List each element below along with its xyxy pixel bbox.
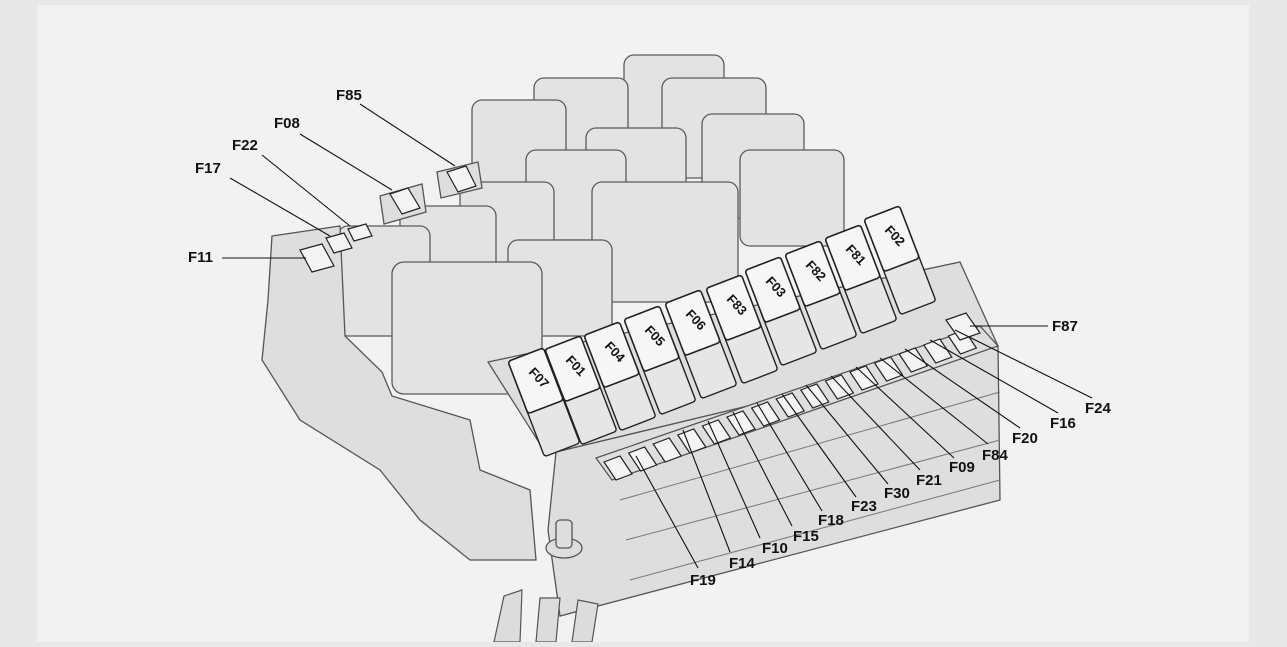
- fuse-body: [785, 240, 841, 307]
- leader-f30: [805, 384, 889, 485]
- callout-f18: F18: [818, 512, 844, 529]
- fuse-f01: F01: [545, 335, 617, 445]
- shelf-fuse: [750, 401, 781, 427]
- mini-fuse: [299, 243, 335, 273]
- callout-f17: F17: [195, 160, 221, 177]
- callout-f16: F16: [1050, 415, 1076, 432]
- callout-f19: F19: [690, 572, 716, 589]
- mini-fuse: [389, 187, 421, 215]
- callout-f22: F22: [232, 137, 258, 154]
- leader-f10: [707, 420, 761, 539]
- leader-f09: [855, 366, 955, 459]
- callout-f21: F21: [916, 472, 942, 489]
- fuse-f82: F82: [785, 240, 857, 350]
- fuse-body: [665, 289, 721, 356]
- callout-f20: F20: [1012, 430, 1038, 447]
- mini-fuse: [446, 165, 477, 193]
- shelf-fuse: [701, 419, 732, 445]
- shelf-fuse: [603, 455, 633, 481]
- shelf-fuse: [652, 437, 683, 463]
- fuse-f05: F05: [624, 305, 696, 415]
- fuse-f83: F83: [706, 274, 778, 384]
- left-small-fuses: [299, 223, 373, 273]
- small-top-fuses: [379, 161, 483, 225]
- leader-f22: [261, 154, 351, 227]
- callout-f84: F84: [982, 447, 1009, 464]
- leader-f17: [229, 177, 331, 237]
- fuse-body: [706, 274, 762, 341]
- callout-f24: F24: [1085, 400, 1112, 417]
- fuse-body: [508, 347, 564, 414]
- fuse-body: [864, 205, 920, 272]
- shelf-fuse: [922, 338, 953, 364]
- fuse-body: [745, 256, 801, 323]
- fuse-f07: F07: [508, 347, 580, 457]
- callout-f14: F14: [729, 555, 756, 572]
- fuse-f03: F03: [745, 256, 817, 366]
- fuse-body: [825, 224, 881, 291]
- leader-f21: [830, 375, 921, 471]
- callout-labels: F85F08F22F17F11F87F24F16F20F84F09F21F30F…: [188, 87, 1112, 589]
- fuse-body: [584, 321, 640, 388]
- housing-left-side: [261, 225, 537, 561]
- fuse-f02: F02: [864, 205, 936, 315]
- shelf-fuse: [726, 410, 756, 436]
- mini-fuse: [347, 223, 373, 242]
- shelf-fuse: [849, 365, 879, 391]
- mini-fuse: [325, 232, 353, 254]
- callout-f23: F23: [851, 498, 877, 515]
- leader-f85: [359, 103, 456, 167]
- shelf-fuse: [627, 446, 658, 472]
- shelf-fuse-f87: [945, 312, 981, 341]
- callout-f30: F30: [884, 485, 910, 502]
- mounting-stud: [555, 519, 573, 549]
- fuse-f06: F06: [665, 289, 737, 399]
- callout-f85: F85: [336, 87, 362, 104]
- callout-f08: F08: [274, 115, 300, 132]
- leader-f19: [635, 455, 699, 569]
- leader-f16: [929, 339, 1059, 414]
- housing-edge: [629, 479, 1001, 581]
- leader-f08: [299, 133, 393, 191]
- callout-f09: F09: [949, 459, 975, 476]
- callout-f11: F11: [188, 249, 213, 266]
- housing-edge: [619, 391, 1001, 501]
- relay: [739, 149, 845, 247]
- leader-f24: [954, 329, 1093, 399]
- housing-edge: [625, 439, 1001, 541]
- fuse-body: [545, 335, 601, 402]
- relay-blocks: [337, 54, 845, 395]
- leader-f23: [781, 393, 857, 498]
- leader-lines: [222, 103, 1093, 569]
- shelf-fuse: [873, 356, 904, 382]
- callout-f15: F15: [793, 528, 819, 545]
- callout-f10: F10: [762, 540, 788, 557]
- fuse-f04: F04: [584, 321, 656, 431]
- shelf-fuse: [898, 347, 929, 373]
- leader-f15: [732, 411, 793, 527]
- leader-f20: [904, 348, 1021, 429]
- leader-f84: [879, 357, 989, 445]
- fuse-f81: F81: [825, 224, 897, 334]
- fuse-body: [624, 305, 680, 372]
- leader-f18: [756, 402, 823, 512]
- leader-f14: [682, 429, 731, 553]
- callout-f87: F87: [1052, 318, 1078, 335]
